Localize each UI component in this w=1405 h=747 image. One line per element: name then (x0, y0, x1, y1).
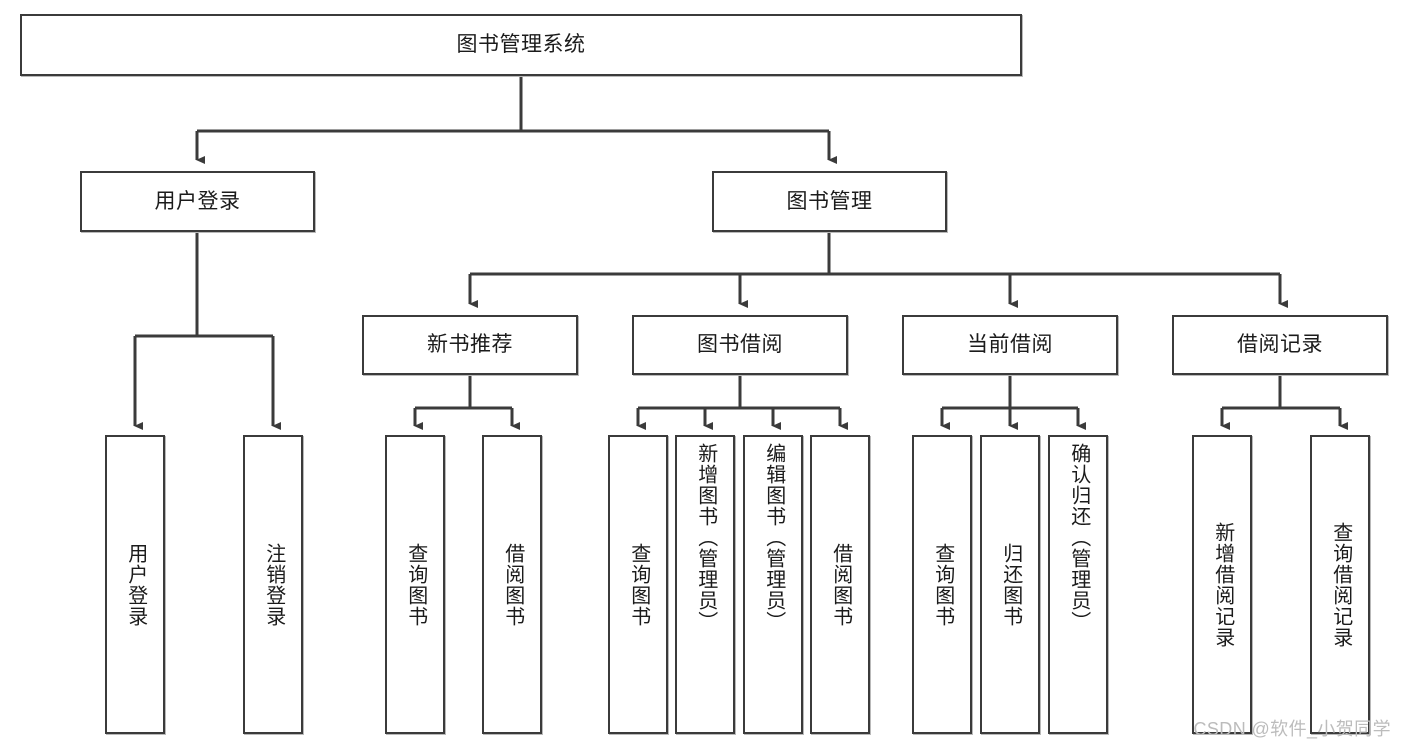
node-borrow-record-label: 借阅记录 (1237, 333, 1323, 357)
leaf-current-borrow-return-label: 归还图书 (999, 542, 1022, 627)
leaf-current-borrow-confirm-label: 确认归还（管理员） (1067, 443, 1090, 632)
leaf-user-login-signout-label: 注销登录 (262, 542, 285, 627)
node-root-system[interactable]: 图书管理系统 (20, 14, 1022, 76)
leaf-new-book-query[interactable]: 查询图书 (385, 435, 445, 734)
leaf-book-borrow-add-label: 新增图书（管理员） (694, 443, 717, 632)
leaf-book-borrow-query-label: 查询图书 (627, 542, 650, 627)
leaf-borrow-record-add[interactable]: 新增借阅记录 (1192, 435, 1252, 734)
leaf-new-book-query-label: 查询图书 (404, 542, 427, 627)
leaf-book-borrow-borrow[interactable]: 借阅图书 (810, 435, 870, 734)
leaf-user-login-signin-label: 用户登录 (124, 542, 147, 627)
node-current-borrow[interactable]: 当前借阅 (902, 315, 1118, 375)
leaf-borrow-record-add-label: 新增借阅记录 (1211, 521, 1234, 648)
node-new-book-recommend[interactable]: 新书推荐 (362, 315, 578, 375)
node-new-book-recommend-label: 新书推荐 (427, 333, 513, 357)
node-book-manage[interactable]: 图书管理 (712, 171, 947, 232)
leaf-user-login-signout[interactable]: 注销登录 (243, 435, 303, 734)
leaf-book-borrow-query[interactable]: 查询图书 (608, 435, 668, 734)
leaf-current-borrow-confirm[interactable]: 确认归还（管理员） (1048, 435, 1108, 734)
leaf-book-borrow-add[interactable]: 新增图书（管理员） (675, 435, 735, 734)
node-book-borrow-label: 图书借阅 (697, 333, 783, 357)
leaf-book-borrow-edit-label: 编辑图书（管理员） (762, 443, 785, 632)
leaf-new-book-borrow[interactable]: 借阅图书 (482, 435, 542, 734)
leaf-book-borrow-borrow-label: 借阅图书 (829, 542, 852, 627)
node-borrow-record[interactable]: 借阅记录 (1172, 315, 1388, 375)
node-current-borrow-label: 当前借阅 (967, 333, 1053, 357)
node-user-login[interactable]: 用户登录 (80, 171, 315, 232)
leaf-current-borrow-return[interactable]: 归还图书 (980, 435, 1040, 734)
node-book-manage-label: 图书管理 (786, 189, 873, 213)
leaf-borrow-record-query-label: 查询借阅记录 (1329, 521, 1352, 648)
node-user-login-label: 用户登录 (154, 189, 241, 213)
leaf-current-borrow-query-label: 查询图书 (931, 542, 954, 627)
node-root-system-label: 图书管理系统 (456, 33, 586, 57)
leaf-user-login-signin[interactable]: 用户登录 (105, 435, 165, 734)
node-book-borrow[interactable]: 图书借阅 (632, 315, 848, 375)
leaf-borrow-record-query[interactable]: 查询借阅记录 (1310, 435, 1370, 734)
leaf-new-book-borrow-label: 借阅图书 (501, 542, 524, 627)
leaf-current-borrow-query[interactable]: 查询图书 (912, 435, 972, 734)
leaf-book-borrow-edit[interactable]: 编辑图书（管理员） (743, 435, 803, 734)
